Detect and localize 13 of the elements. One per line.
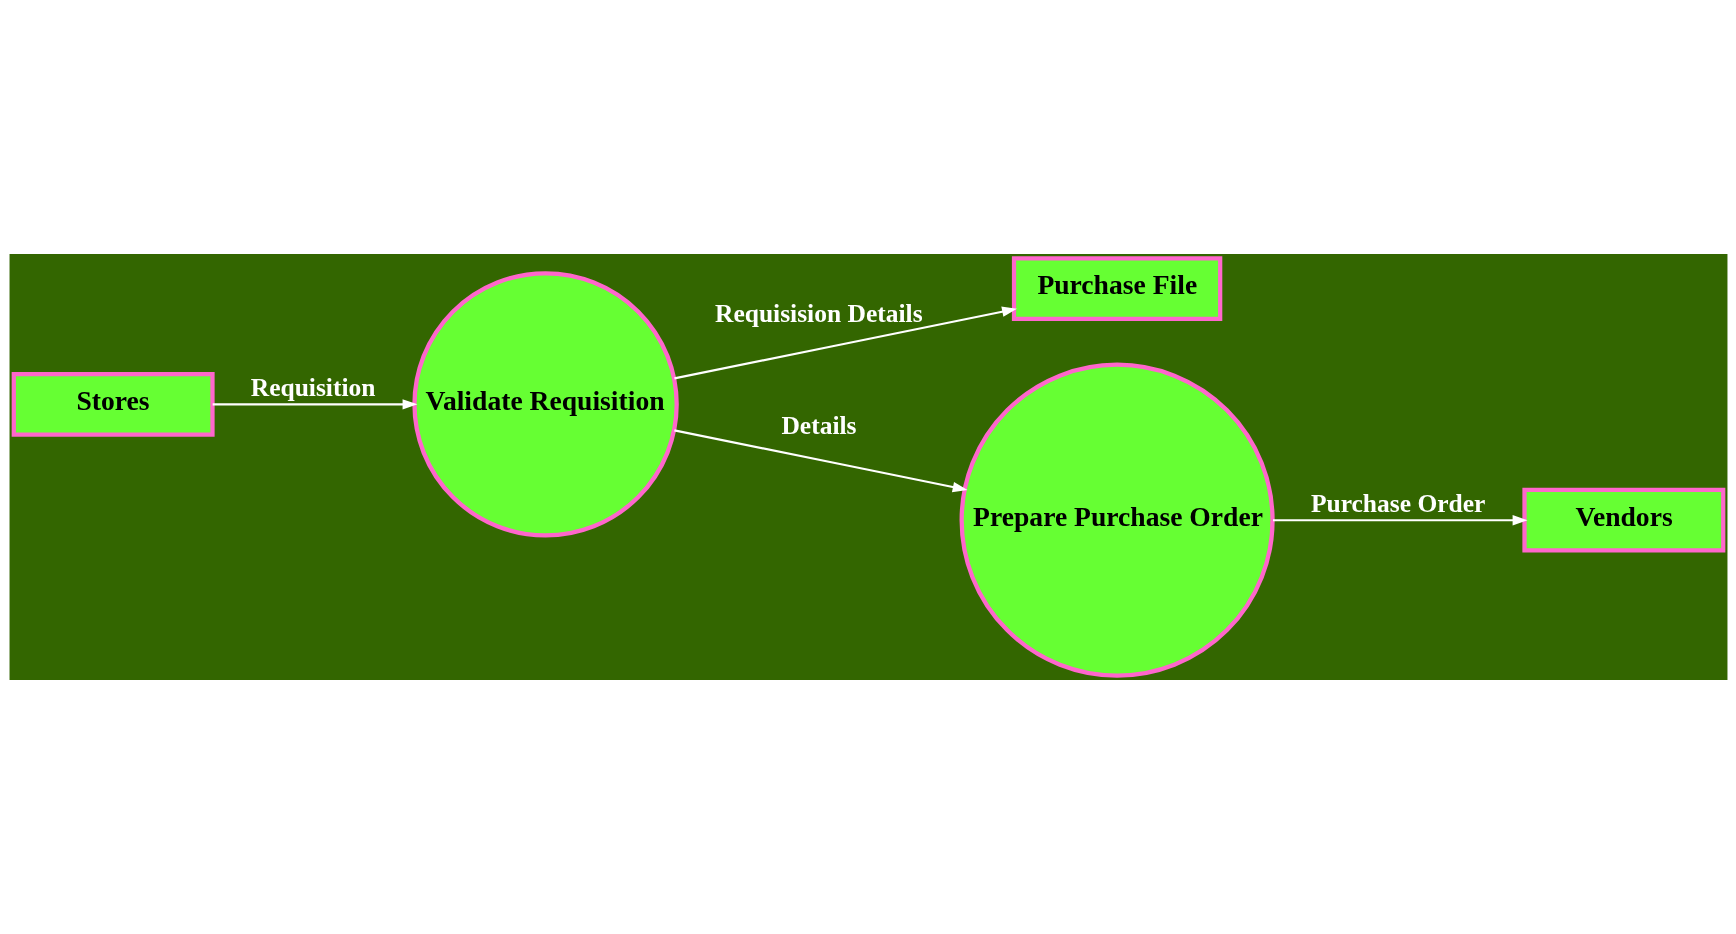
arrow xyxy=(673,306,1017,380)
edge-label: Purchase Order xyxy=(1310,488,1485,518)
edge-label: Details xyxy=(780,411,856,441)
edge-label: Requisition xyxy=(250,373,375,403)
arrow xyxy=(673,429,968,493)
arrow xyxy=(1272,514,1527,526)
node-box: Purchase File xyxy=(1011,256,1222,321)
node-box: Stores xyxy=(11,371,215,437)
arrow xyxy=(212,399,417,410)
node-box: Vendors xyxy=(1521,487,1725,553)
node-circle: Prepare Purchase Order xyxy=(959,362,1275,678)
edge-label: Requisision Details xyxy=(714,298,923,328)
node-circle: Validate Requisition xyxy=(411,271,679,538)
